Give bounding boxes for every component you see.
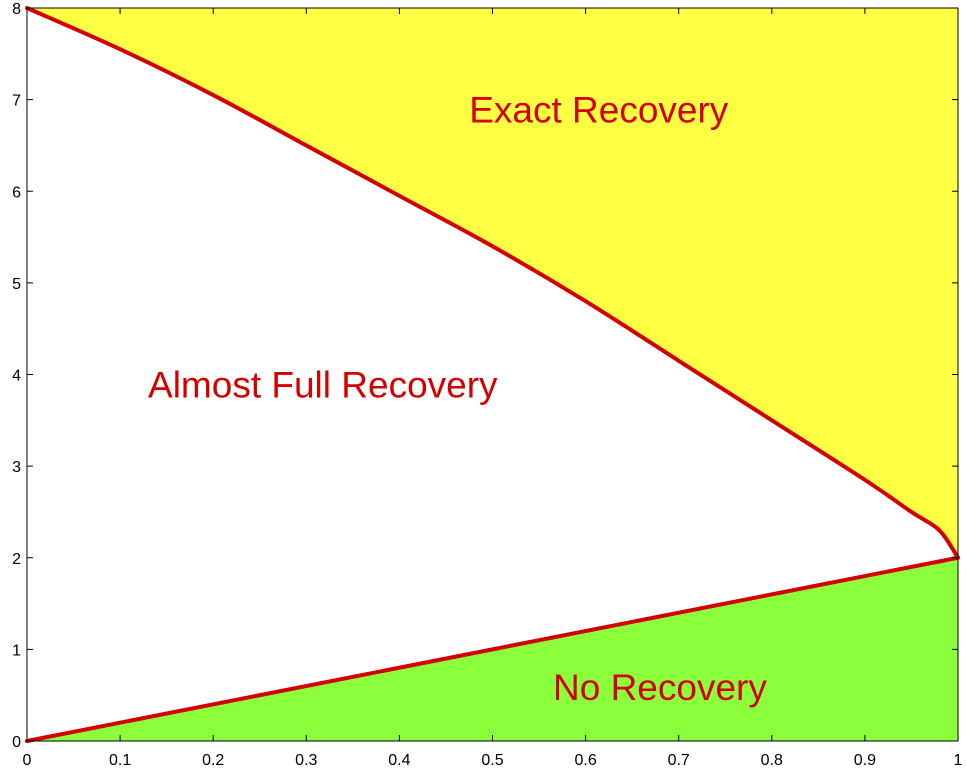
x-tick-label: 0.1 [109,752,131,769]
x-axis-ticks: 0 0.1 0.2 0.3 0.4 0.5 0.6 0.7 0.8 0.9 1 [23,8,963,769]
x-tick-label: 0.6 [574,752,596,769]
upper-boundary-line [25,6,960,560]
x-tick-label: 0.4 [388,752,410,769]
y-tick-label: 2 [12,551,21,568]
x-tick-label: 0.3 [295,752,317,769]
almost-full-recovery-label: Almost Full Recovery [148,364,498,405]
x-tick-label: 0 [23,752,32,769]
y-tick-label: 1 [12,642,21,659]
y-tick-label: 3 [12,459,21,476]
x-tick-label: 0.8 [761,752,783,769]
y-tick-label: 6 [12,184,21,201]
boundary-lines [25,6,960,743]
exact-recovery-region [27,8,958,558]
y-tick-label: 4 [12,368,21,385]
x-tick-label: 0.2 [202,752,224,769]
x-tick-label: 0.5 [481,752,503,769]
y-tick-label: 8 [12,1,21,18]
lower-boundary-line [25,555,960,743]
x-tick-label: 0.9 [854,752,876,769]
no-recovery-label: No Recovery [553,667,767,708]
exact-recovery-label: Exact Recovery [469,90,729,131]
y-tick-label: 0 [12,734,21,751]
x-tick-label: 0.7 [668,752,690,769]
y-tick-label: 5 [12,276,21,293]
y-axis-ticks: 0 1 2 3 4 5 6 7 8 [12,1,958,751]
x-tick-label: 1 [954,752,963,769]
y-tick-label: 7 [12,93,21,110]
